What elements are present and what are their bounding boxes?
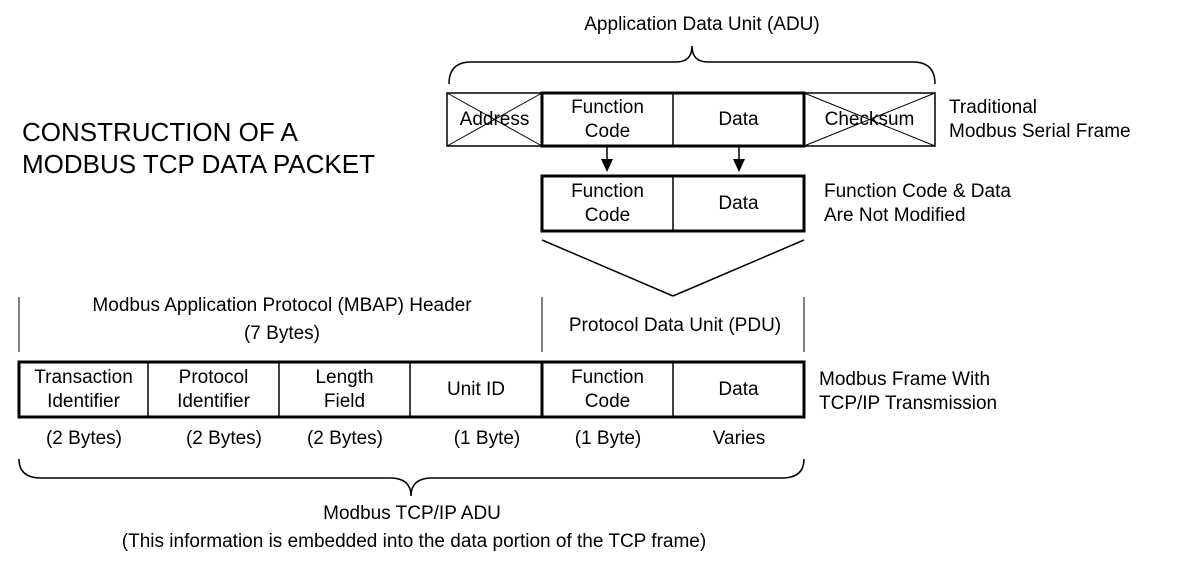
serial-function-code-line-1: Function: [571, 96, 644, 118]
protocol-line-2: Identifier: [177, 390, 250, 412]
pdu-function-code-cell: Function Code: [542, 176, 673, 231]
serial-address-label: Address: [459, 108, 530, 130]
protocol-line-1: Protocol: [178, 366, 249, 388]
tcp-unit-id-cell: Unit ID: [410, 362, 542, 417]
diagram-title: CONSTRUCTION OF A MODBUS TCP DATA PACKET: [22, 116, 375, 180]
serial-data-cell: Data: [673, 93, 804, 146]
mbap-header-line-1: Modbus Application Protocol (MBAP) Heade…: [92, 295, 472, 316]
serial-function-code-line-2: Code: [584, 120, 631, 142]
transaction-line-1: Transaction: [34, 366, 133, 388]
pdu-caption-line-2: Are Not Modified: [824, 205, 966, 226]
tcp-adu-note: (This information is embedded into the d…: [121, 531, 707, 552]
length-line-2: Field: [323, 390, 366, 412]
tcp-function-code-cell: Function Code: [542, 362, 673, 417]
serial-caption-line-2: Modbus Serial Frame: [949, 121, 1131, 142]
tcp-adu-brace: [18, 458, 805, 497]
title-line-1: CONSTRUCTION OF A: [22, 117, 298, 147]
tcp-length-field-cell: Length Field: [279, 362, 410, 417]
tcp-function-code-line-2: Code: [584, 390, 631, 412]
tcp-caption-line-1: Modbus Frame With: [819, 369, 991, 390]
pdu-function-code-line-1: Function: [571, 180, 644, 202]
tcp-adu-label: Modbus TCP/IP ADU: [323, 503, 501, 524]
converge-left: [541, 239, 674, 297]
adu-label: Application Data Unit (ADU): [584, 14, 820, 35]
converge-right: [672, 239, 805, 297]
tcp-caption-line-2: TCP/IP Transmission: [819, 393, 998, 414]
pdu-function-code-line-2: Code: [584, 204, 631, 226]
tcp-data-cell: Data: [673, 362, 804, 417]
tcp-data-label: Data: [718, 378, 759, 400]
function-code-size: (1 Byte): [574, 428, 642, 449]
pdu-frame-caption: Function Code & Data Are Not Modified: [824, 180, 1011, 228]
title-line-2: MODBUS TCP DATA PACKET: [22, 149, 375, 179]
tcp-transaction-identifier-cell: Transaction Identifier: [19, 362, 148, 417]
unit-id-size: (1 Byte): [453, 428, 521, 449]
serial-caption-line-1: Traditional: [949, 97, 1038, 118]
transaction-size: (2 Bytes): [45, 428, 123, 449]
pdu-caption-line-1: Function Code & Data: [824, 181, 1011, 202]
checksum-cross-2: [803, 92, 936, 147]
tcp-frame-box: [17, 360, 806, 419]
pdu-data-label: Data: [718, 192, 759, 214]
address-cross-2: [446, 92, 543, 147]
unit-id-label: Unit ID: [446, 378, 506, 400]
length-line-1: Length: [315, 366, 374, 388]
tcp-function-code-line-1: Function: [571, 366, 644, 388]
serial-frame-caption: Traditional Modbus Serial Frame: [949, 96, 1131, 144]
mbap-header-label: Modbus Application Protocol (MBAP) Heade…: [92, 294, 471, 346]
data-size: Varies: [712, 428, 766, 449]
serial-checksum-label: Checksum: [824, 108, 915, 130]
pdu-label: Protocol Data Unit (PDU): [568, 315, 782, 336]
mbap-header-line-2: (7 Bytes): [243, 323, 321, 344]
serial-data-label: Data: [718, 108, 759, 130]
serial-function-code-cell: Function Code: [542, 93, 673, 146]
adu-brace: [448, 45, 936, 85]
serial-checksum-cell: Checksum: [804, 93, 935, 146]
length-size: (2 Bytes): [306, 428, 384, 449]
pdu-data-cell: Data: [673, 176, 804, 231]
transaction-line-2: Identifier: [47, 390, 120, 412]
tcp-protocol-identifier-cell: Protocol Identifier: [148, 362, 279, 417]
protocol-size: (2 Bytes): [185, 428, 263, 449]
tcp-frame-caption: Modbus Frame With TCP/IP Transmission: [819, 368, 997, 416]
serial-address-cell: Address: [447, 93, 542, 146]
